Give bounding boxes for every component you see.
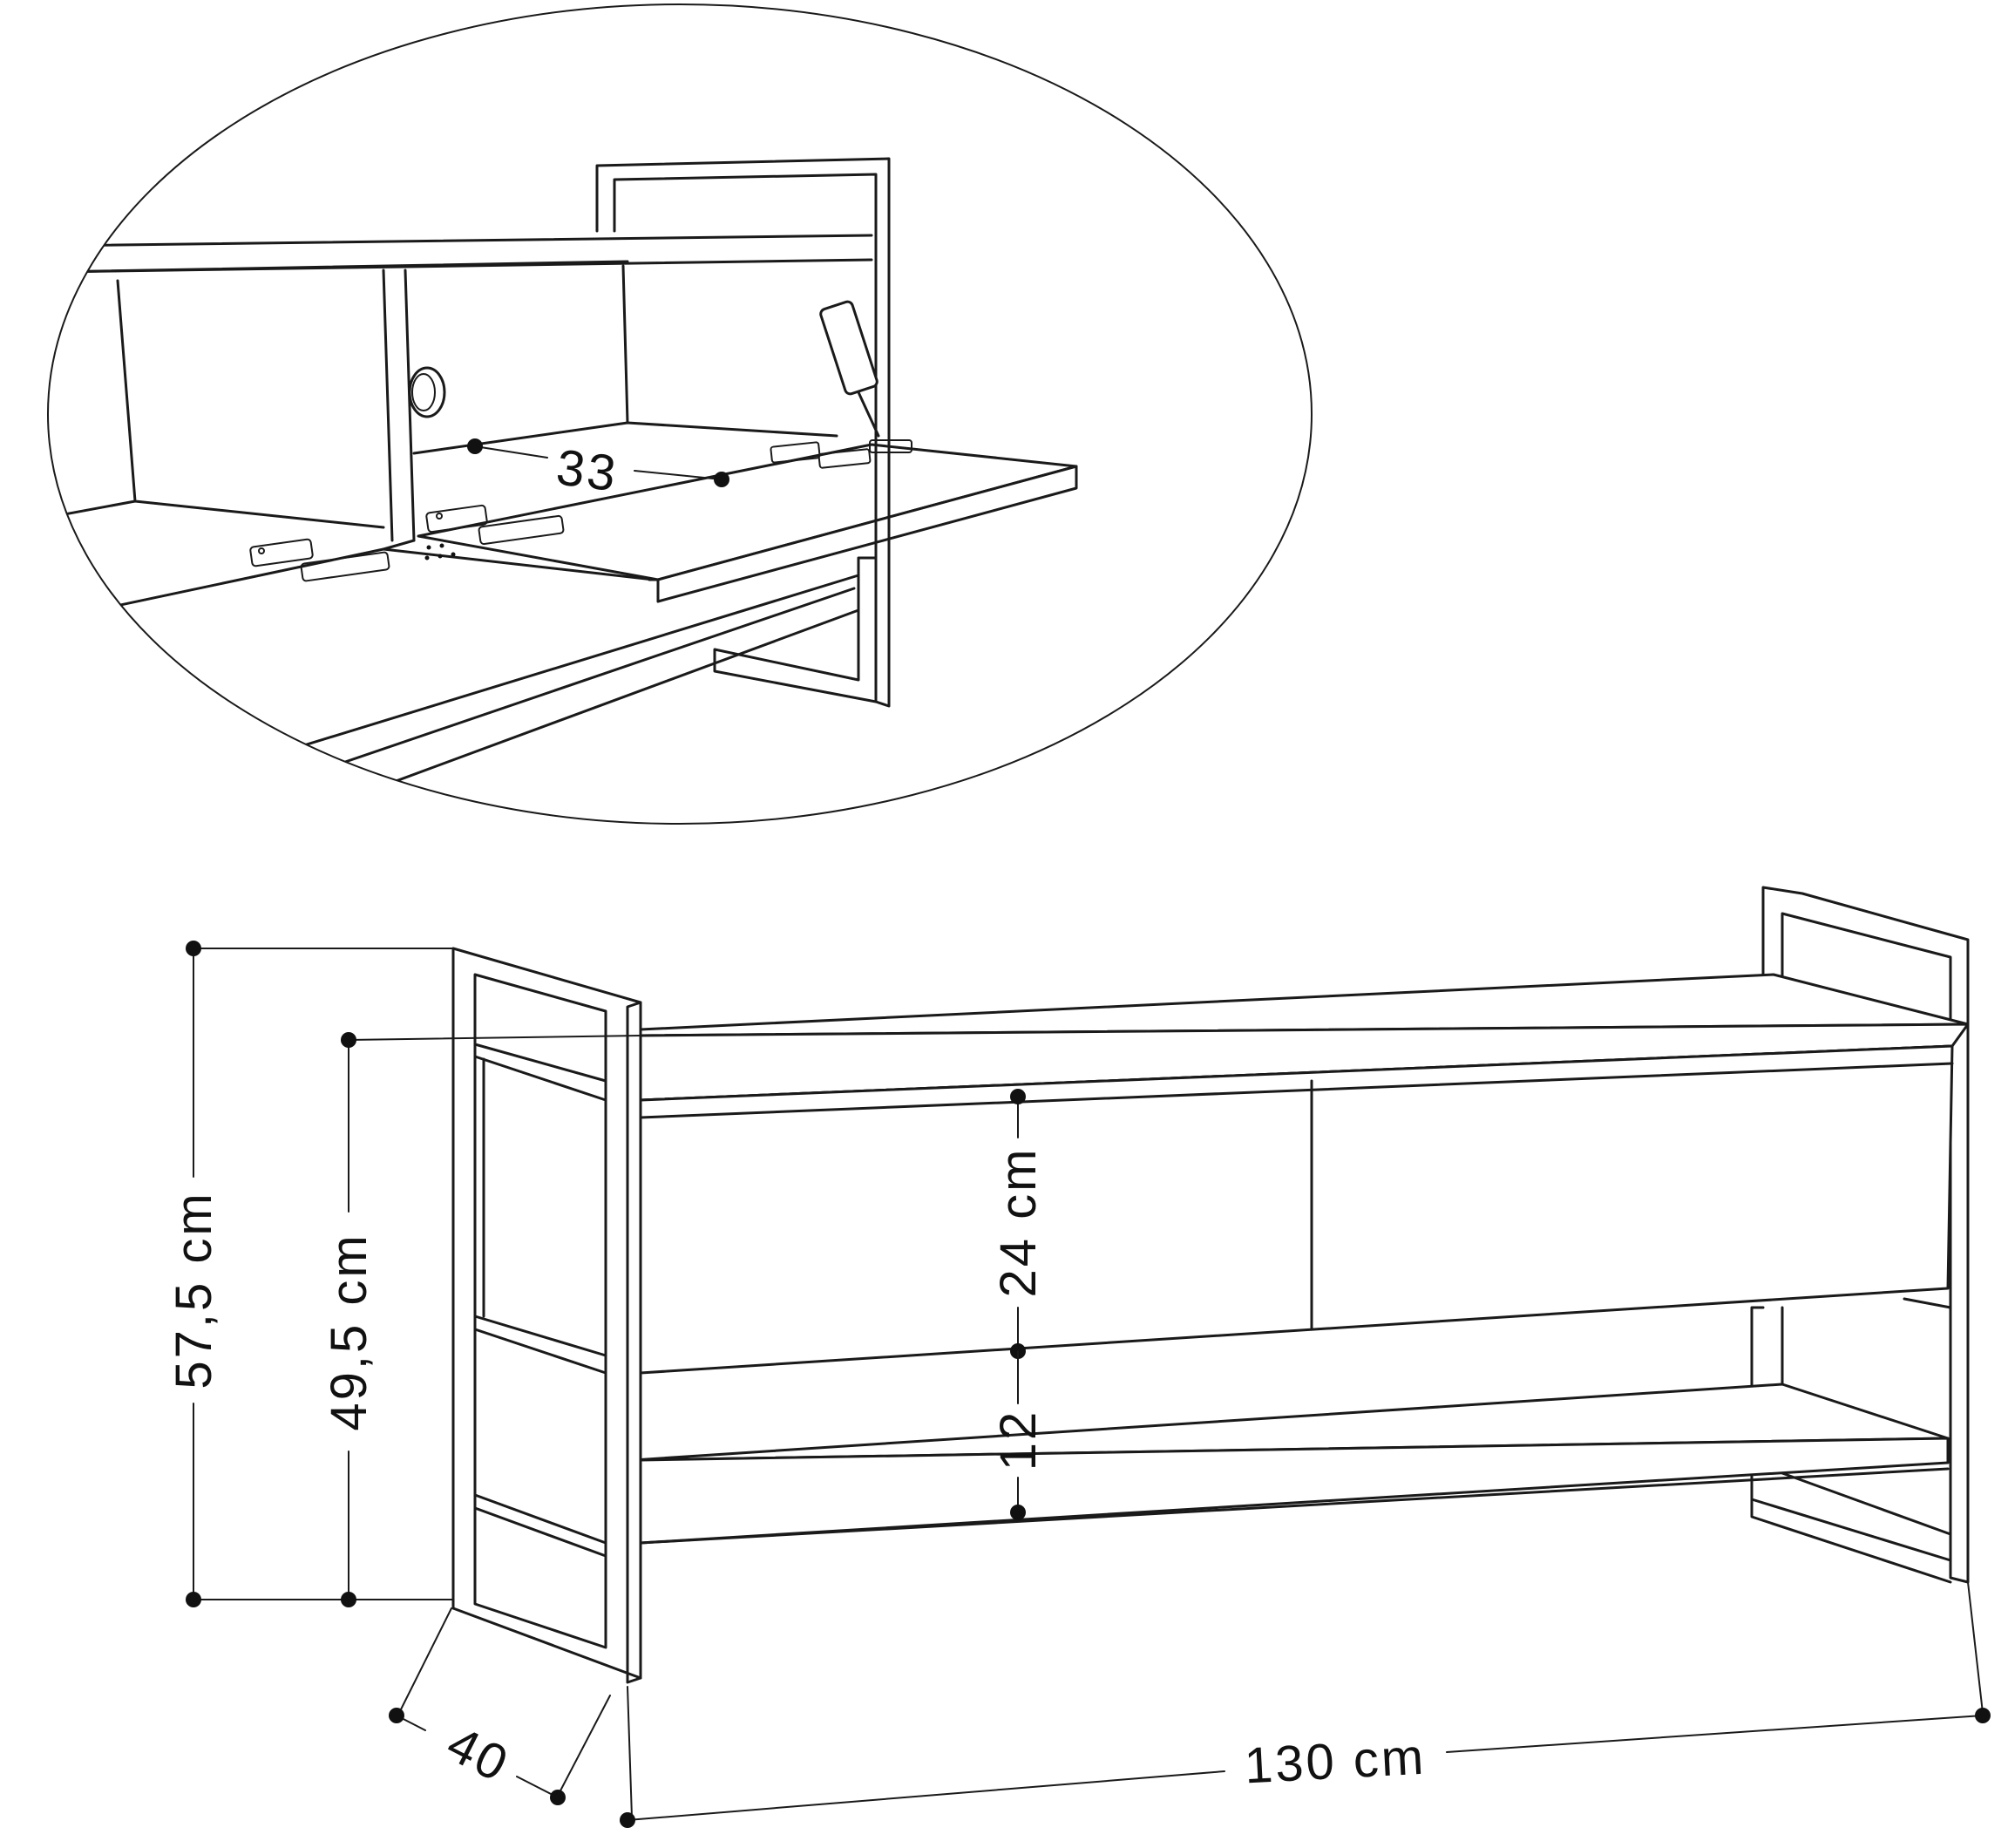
- right-metal-frame: [1750, 886, 1970, 1584]
- dimension-height-total: 57,5 cm: [166, 941, 454, 1607]
- dimension-depth-inner: 33: [467, 438, 729, 503]
- dimension-height-body: 49,5 cm: [321, 1032, 641, 1607]
- left-metal-frame: [451, 947, 642, 1684]
- detail-inset: 33: [47, 3, 1313, 825]
- main-cabinet: [451, 886, 1970, 1684]
- dimension-label-33: 33: [553, 438, 621, 502]
- dimension-label-depth: 40: [438, 1716, 519, 1794]
- detail-top-shelf: [51, 234, 873, 274]
- cable-hole-icon: [408, 366, 446, 418]
- hinge-icon: [249, 538, 390, 582]
- dimension-label-total-height: 57,5 cm: [166, 1191, 222, 1389]
- screw-holes: [424, 543, 456, 561]
- dimension-label-lower-gap: 12: [990, 1410, 1047, 1471]
- dimension-width: 130 cm: [620, 1581, 1991, 1828]
- detail-metal-frame: [595, 157, 891, 708]
- dimension-label-body-height: 49,5 cm: [321, 1233, 377, 1430]
- detail-cabinet: [48, 157, 1078, 791]
- dimension-compartment: 24 cm: [990, 1089, 1047, 1359]
- detail-left-divider: [48, 279, 385, 529]
- dimension-label-width: 130 cm: [1243, 1729, 1427, 1795]
- detail-ellipse: [47, 3, 1313, 825]
- detail-bottom-board: [94, 547, 856, 786]
- gas-strut-icon: [819, 300, 912, 453]
- front-flap-door: [639, 1044, 1954, 1375]
- dimension-lower-gap: 12: [990, 1350, 1047, 1520]
- dimension-label-compartment: 24 cm: [990, 1147, 1047, 1298]
- hinge-icon: [770, 441, 872, 469]
- hinge-icon: [425, 504, 565, 546]
